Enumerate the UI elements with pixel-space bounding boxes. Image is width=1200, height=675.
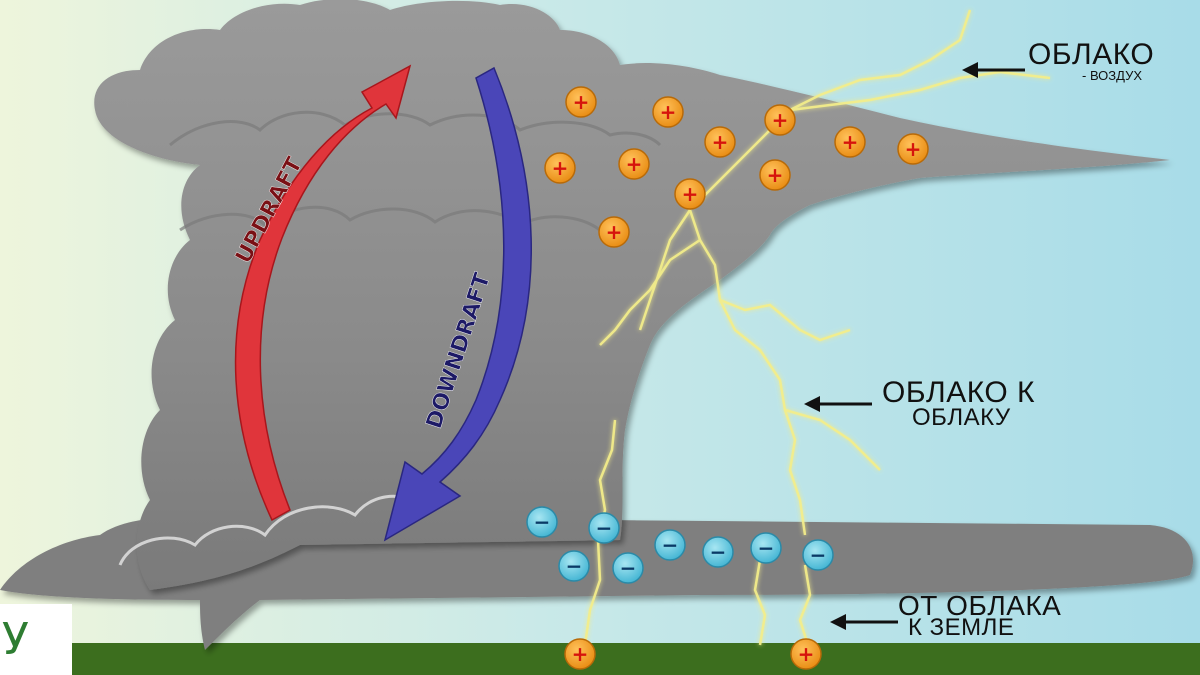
minus-sign: − <box>534 510 551 534</box>
positive-charge: + <box>652 96 684 128</box>
pointer-arrow-cloud-to-air <box>962 62 1025 78</box>
lightning-cloud-to-air-branch <box>789 70 1051 112</box>
label-cloud-to-cloud-line2: ОБЛАКУ <box>912 404 1011 431</box>
lightning-branch-left <box>599 238 701 346</box>
updraft-arrow-body <box>234 64 412 522</box>
minus-sign: − <box>662 533 679 557</box>
plus-sign: + <box>712 130 729 154</box>
lightning-branch-right <box>784 408 881 471</box>
lightning-cloud-to-cloud-branch <box>719 298 851 342</box>
label-cloud-to-ground-line2: К ЗЕМЛЕ <box>908 614 1015 641</box>
label-cloud-to-ground-line1: ОТ ОБЛАКА <box>898 590 1062 621</box>
negative-charges-base: −−−−−−−− <box>526 506 834 584</box>
lightning-bolts <box>583 9 1051 646</box>
lightning-branch-centre <box>638 209 692 331</box>
plus-sign: + <box>905 137 922 161</box>
lightning-cloud-to-cloud <box>688 209 807 536</box>
positive-charges-ground: ++ <box>564 638 822 670</box>
pointer-arrow-cloud-to-cloud <box>804 396 872 412</box>
positive-charge-ground: + <box>564 638 596 670</box>
minus-sign: − <box>596 516 613 540</box>
plus-sign: + <box>572 642 589 666</box>
lightning-cloud-to-ground-mid <box>753 559 767 646</box>
downdraft-arrow-body <box>383 66 532 542</box>
minus-sign: − <box>758 536 775 560</box>
label-cloud-to-air-subtitle: - ВОЗДУХ <box>1082 68 1143 83</box>
negative-charge: − <box>750 532 782 564</box>
plus-sign: + <box>552 156 569 180</box>
negative-charge: − <box>702 536 734 568</box>
plus-sign: + <box>573 90 590 114</box>
label-cloud-to-air-title: ОБЛАКО <box>1028 38 1155 71</box>
negative-charge: − <box>802 539 834 571</box>
positive-charge: + <box>764 104 796 136</box>
positive-charge: + <box>674 178 706 210</box>
plus-sign: + <box>842 130 859 154</box>
positive-charge: + <box>834 126 866 158</box>
positive-charges-top: + + + + + + + + + + + <box>544 86 929 248</box>
plus-sign: + <box>682 182 699 206</box>
lightning-cloud-to-ground-right <box>798 564 812 646</box>
cloud-outline-base <box>118 494 421 566</box>
negative-charge: − <box>654 529 686 561</box>
positive-charge: + <box>598 216 630 248</box>
positive-charge: + <box>544 152 576 184</box>
plus-sign: + <box>772 108 789 132</box>
corner-letter: У <box>0 604 72 675</box>
positive-charge: + <box>897 133 929 165</box>
pointer-arrow-cloud-to-ground <box>830 614 898 630</box>
plus-sign: + <box>626 152 643 176</box>
positive-charge: + <box>618 148 650 180</box>
pointer-arrows <box>804 62 1025 630</box>
minus-sign: − <box>566 554 583 578</box>
lightning-cloud-to-air <box>699 9 972 201</box>
positive-charge: + <box>565 86 597 118</box>
label-cloud-to-cloud-line1: ОБЛАКО К <box>882 376 1036 409</box>
cloud-base <box>0 518 1194 650</box>
minus-sign: − <box>810 543 827 567</box>
negative-charge: − <box>588 512 620 544</box>
minus-sign: − <box>710 540 727 564</box>
plus-sign: + <box>606 220 623 244</box>
ground <box>0 643 1200 675</box>
positive-charge-ground: + <box>790 638 822 670</box>
plus-sign: + <box>660 100 677 124</box>
positive-charge: + <box>759 159 791 191</box>
positive-charge: + <box>704 126 736 158</box>
negative-charge: − <box>526 506 558 538</box>
plus-sign: + <box>798 642 815 666</box>
cloud-outline-upper <box>169 110 662 147</box>
negative-charge: − <box>612 552 644 584</box>
negative-charge: − <box>558 550 590 582</box>
plus-sign: + <box>767 163 784 187</box>
minus-sign: − <box>620 556 637 580</box>
